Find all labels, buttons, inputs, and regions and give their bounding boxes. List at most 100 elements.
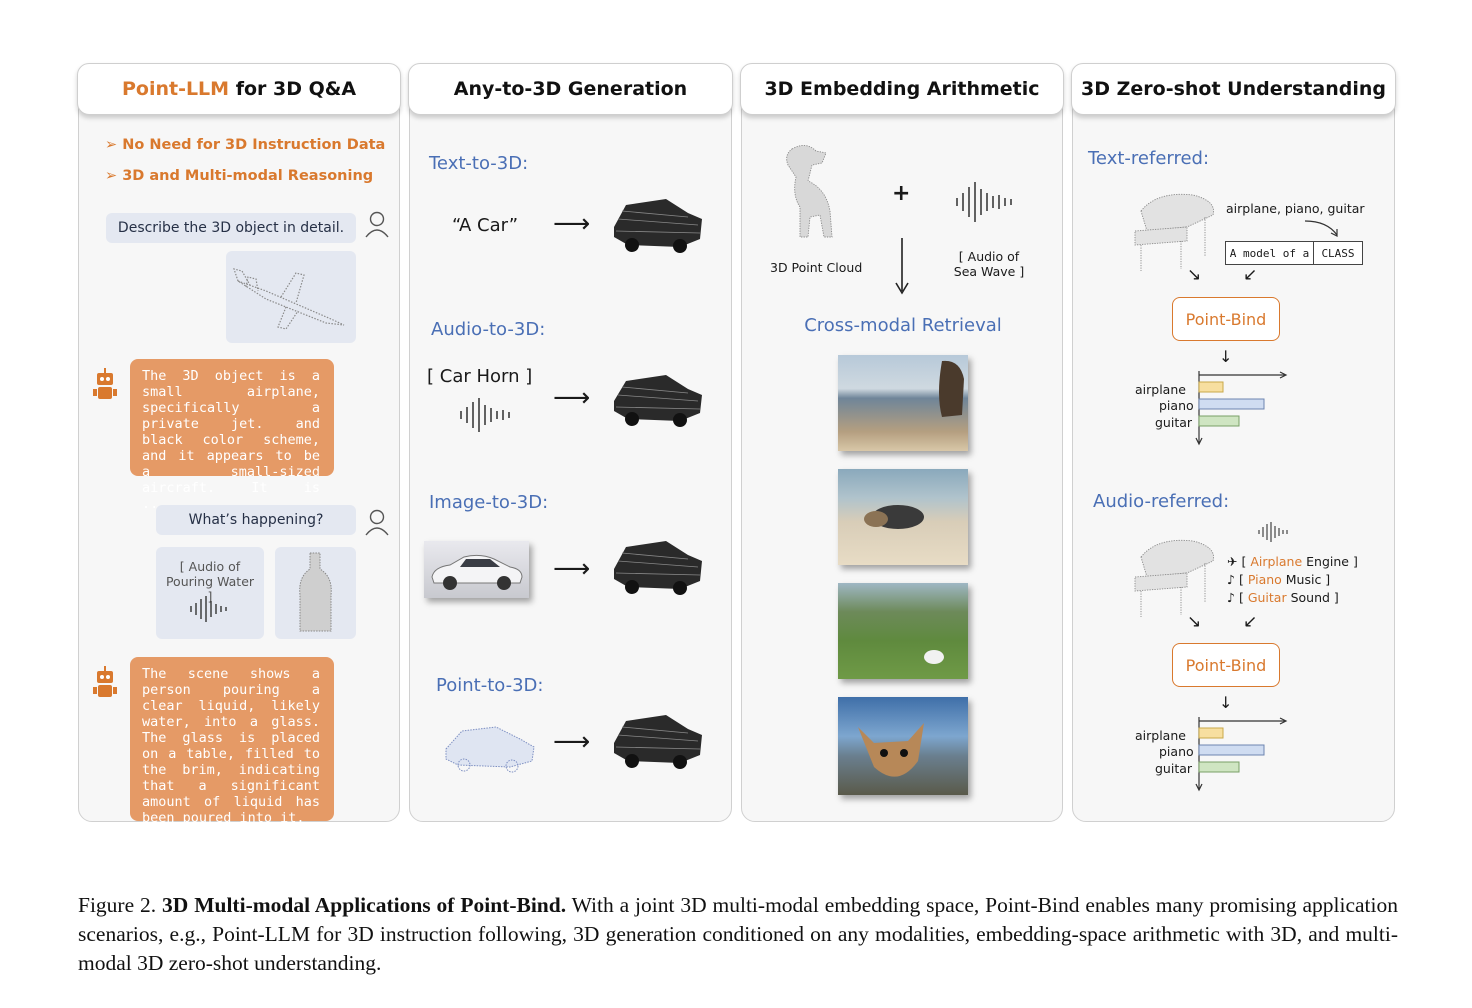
retrieved-image-grass-dog [838, 583, 968, 679]
bar-label-piano: piano [1159, 744, 1194, 759]
arrow-down-icon: ↓ [1219, 347, 1233, 366]
panel-point-llm: Point-LLM for 3D Q&A ➢ No Need for 3D In… [77, 63, 401, 826]
retrieved-image-beach-dog [838, 355, 968, 451]
classes-text: airplane, piano, guitar [1226, 201, 1365, 216]
waveform-icon [1258, 522, 1288, 542]
car-photo-image [431, 554, 523, 590]
bar-label-airplane: airplane [1135, 728, 1186, 743]
arrow-right-icon: ⟶ [553, 554, 591, 584]
robot-icon [93, 368, 117, 399]
answer-bubble-1: The 3D object is a small airplane, speci… [130, 359, 334, 512]
retrieved-image-chihuahua [838, 697, 968, 795]
question-text: What’s happening? [188, 512, 324, 528]
arrow-in-right-icon: ↙ [1243, 265, 1258, 285]
car-photo [424, 541, 529, 598]
question-bubble-1: Describe the 3D object in detail. [106, 213, 356, 243]
car-point-cloud [445, 726, 535, 773]
bottle-point-cloud-tile [275, 547, 356, 639]
audio-item-highlight: Piano [1247, 572, 1282, 587]
arrow-right-icon: ⟶ [553, 727, 591, 757]
bottle-point-cloud [299, 552, 332, 632]
bar-label-piano: piano [1159, 398, 1194, 413]
panel-title: Point-LLM for 3D Q&A [77, 63, 401, 115]
arrow-bullet-icon: ➢ [105, 137, 123, 153]
caption-bold: 3D Multi-modal Applications of Point-Bin… [162, 893, 567, 917]
y-axis-arrow [1195, 437, 1203, 446]
bar-label-guitar: guitar [1155, 415, 1193, 430]
airplane-point-cloud [233, 268, 345, 330]
piano-point-cloud [1134, 539, 1215, 617]
waveform-icon [460, 398, 510, 432]
arrow-right-icon: ⟶ [553, 383, 591, 413]
bar-airplane [1198, 727, 1224, 739]
retrieved-image-beach-dogs [838, 469, 968, 565]
panel-title: 3D Zero-shot Understanding [1071, 63, 1396, 115]
text-referred-label: Text-referred: [1088, 148, 1210, 169]
bar-guitar [1198, 761, 1240, 773]
figure-caption: Figure 2. 3D Multi-modal Applications of… [78, 891, 1398, 978]
bar-label-guitar: guitar [1155, 761, 1193, 776]
airplane-sound-icon: ✈ [1227, 554, 1238, 569]
voxel-car [614, 541, 702, 595]
user-icon [365, 509, 389, 536]
bar-piano [1198, 398, 1265, 410]
robot-icon [93, 666, 117, 697]
title-highlight: Point-LLM [121, 78, 230, 100]
panel-embedding-arithmetic: 3D Embedding Arithmetic 3D Point Cloud +… [740, 63, 1064, 822]
text-to-3d-label: Text-to-3D: [429, 153, 529, 174]
dogs-silhouette [864, 505, 924, 529]
arrow-right-icon: ⟶ [553, 209, 591, 239]
answer-text: The scene shows a person pouring a clear… [142, 666, 320, 826]
y-axis-arrow [1195, 783, 1203, 792]
audio-tile-label: [ Audio of Pouring Water ] [165, 559, 255, 604]
voxel-car [614, 375, 702, 427]
arrow-in-left-icon: ↘ [1187, 265, 1202, 285]
audio-item-highlight: Airplane [1250, 554, 1303, 569]
point-cloud-label: 3D Point Cloud [770, 260, 863, 275]
voxel-car [614, 715, 702, 769]
panel-title: 3D Embedding Arithmetic [740, 63, 1064, 115]
arrow-bullet-icon: ➢ [105, 168, 123, 184]
audio-item-piano: ♪ [ Piano Music ] [1227, 572, 1330, 587]
audio-item-airplane: ✈ [ Airplane Engine ] [1227, 554, 1358, 569]
bar-label-airplane: airplane [1135, 382, 1186, 397]
user-icon [365, 211, 389, 238]
dog-point-cloud [786, 145, 833, 238]
curved-arrow-icon [1304, 220, 1338, 237]
bar-piano [1198, 744, 1265, 756]
arrow-in-left-icon: ↘ [1187, 612, 1202, 632]
question-text: Describe the 3D object in detail. [117, 220, 345, 236]
audio-tile: [ Audio of Pouring Water ] [156, 547, 264, 639]
point-bind-box-1: Point-Bind [1172, 297, 1280, 341]
template-left: A model of a [1226, 242, 1314, 264]
airplane-point-cloud-tile [226, 251, 356, 343]
audio-to-3d-label: Audio-to-3D: [431, 319, 546, 340]
bracket: [ [1238, 572, 1248, 587]
piano-point-cloud [1134, 193, 1215, 271]
waveform-icon [956, 182, 1012, 222]
audio-input: [ Car Horn ] [427, 366, 533, 387]
x-axis-arrow [1279, 717, 1288, 725]
caption-prefix: Figure 2. [78, 893, 163, 917]
prompt-template: A model of a CLASS [1225, 241, 1363, 265]
dog-silhouette [939, 360, 964, 417]
panel-title: Any-to-3D Generation [408, 63, 733, 115]
audio-item-rest: Engine ] [1302, 554, 1358, 569]
dog-silhouette [858, 723, 924, 777]
x-axis-arrow [1279, 371, 1288, 379]
question-bubble-2: What’s happening? [156, 505, 356, 535]
bar-guitar [1198, 415, 1240, 427]
voxel-car [614, 199, 702, 253]
sea-wave-audio-label: [ Audio of Sea Wave ] [953, 249, 1025, 279]
bar-chart-1 [1195, 371, 1288, 446]
title-rest: for 3D Q&A [229, 78, 357, 100]
image-to-3d-label: Image-to-3D: [429, 492, 549, 513]
music-note-icon: ♪ [1227, 590, 1235, 605]
audio-item-rest: Sound ] [1286, 590, 1339, 605]
retrieval-label: Cross-modal Retrieval [804, 315, 1002, 336]
caption-text: With a joint 3D multi-modal embedding sp… [78, 893, 1399, 975]
bar-airplane [1198, 381, 1224, 393]
dog-silhouette [924, 650, 944, 664]
panel-zero-shot: 3D Zero-shot Understanding Text-referred… [1071, 63, 1396, 822]
bullet-text: 3D and Multi-modal Reasoning [122, 168, 374, 184]
